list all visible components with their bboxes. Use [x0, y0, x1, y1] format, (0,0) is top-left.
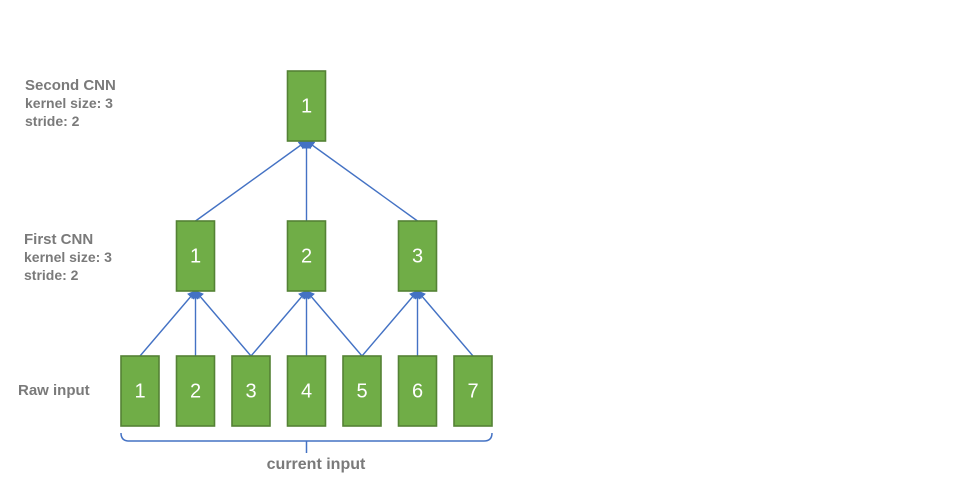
first-cnn-box-2-number: 2 [301, 246, 312, 268]
first-cnn-detail-1: stride: 2 [24, 267, 79, 283]
second-cnn-detail-1: stride: 2 [25, 113, 80, 129]
second-cnn-box-1-number: 1 [301, 96, 312, 118]
connector-arrow-raw-input-5-to-first-cnn-2 [305, 289, 363, 357]
first-cnn-box-3-number: 3 [412, 246, 423, 268]
raw-input-box-3 [231, 355, 271, 427]
second-cnn-title: Second CNN [25, 77, 116, 94]
raw-input-box-2 [175, 355, 216, 427]
connector-arrow-first-cnn-3-to-second-cnn-1 [305, 140, 418, 222]
connections-group [139, 139, 474, 357]
current-input-label: current input [267, 456, 366, 473]
first-cnn-detail-0: kernel size: 3 [24, 249, 112, 265]
raw-input-box-5-number: 5 [356, 381, 367, 403]
raw-input-box-7 [453, 355, 493, 427]
connector-arrow-raw-input-3-to-first-cnn-2 [250, 289, 308, 357]
raw-input-box-4-number: 4 [301, 381, 312, 403]
raw-input-box-5 [342, 355, 382, 427]
first-cnn-title: First CNN [24, 231, 93, 248]
first-cnn-box-3 [397, 220, 438, 292]
second-cnn-box-1 [286, 70, 327, 142]
raw-input-box-4 [286, 355, 327, 427]
first-cnn-box-2 [286, 220, 327, 292]
layer-raw-input: Raw input 1 2 3 4 5 6 7 [18, 355, 493, 427]
connector-arrow-first-cnn-1-to-second-cnn-1 [195, 140, 308, 222]
connector-arrow-raw-input-5-to-first-cnn-3 [361, 289, 419, 357]
current-input-brace-group: current input [120, 432, 493, 473]
raw-input-box-1-number: 1 [134, 381, 145, 403]
raw-input-box-3-number: 3 [245, 381, 256, 403]
raw-input-box-7-number: 7 [467, 381, 478, 403]
raw-input-box-1 [120, 355, 160, 427]
current-input-brace [120, 432, 493, 442]
connector-arrow-raw-input-1-to-first-cnn-1 [139, 289, 197, 357]
first-cnn-box-1-number: 1 [190, 246, 201, 268]
raw-input-box-2-number: 2 [190, 381, 201, 403]
connector-arrow-raw-input-7-to-first-cnn-3 [416, 289, 474, 357]
raw-input-box-6 [397, 355, 438, 427]
raw-input-box-6-number: 6 [412, 381, 423, 403]
second-cnn-detail-0: kernel size: 3 [25, 95, 113, 111]
connector-arrow-raw-input-3-to-first-cnn-1 [194, 289, 252, 357]
raw-input-title: Raw input [18, 382, 90, 399]
first-cnn-box-1 [175, 220, 216, 292]
